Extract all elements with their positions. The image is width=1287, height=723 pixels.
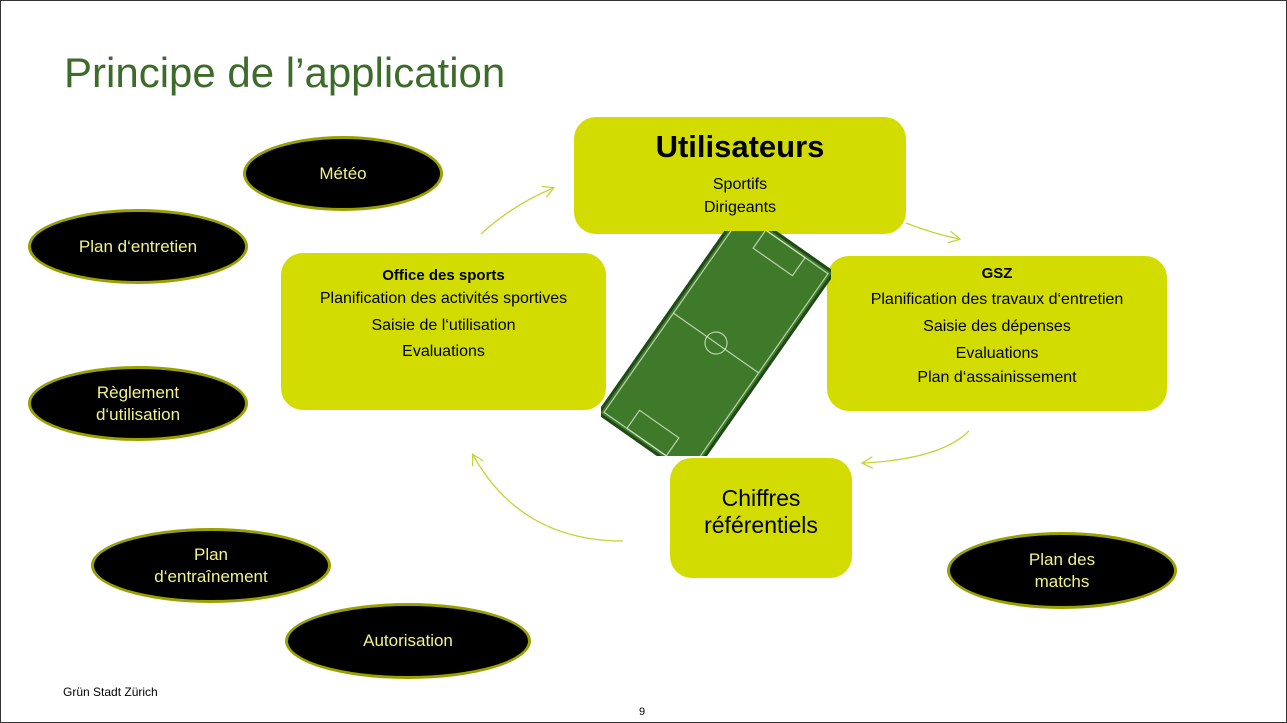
box-chiffres-referentiels: Chiffres référentiels	[670, 458, 852, 578]
reglement-line-2: d‘utilisation	[95, 404, 181, 424]
ellipse-autorisation: Autorisation	[285, 603, 531, 679]
meteo-line: Météo	[319, 163, 367, 183]
box-office-des-sports: Office des sports Planification des acti…	[281, 253, 606, 410]
box-gsz: GSZ Planification des travaux d‘entretie…	[827, 256, 1167, 411]
office-heading: Office des sports	[382, 267, 505, 284]
gsz-line-3: Evaluations	[955, 345, 1039, 362]
box-utilisateurs: Utilisateurs Sportifs Dirigeants	[574, 117, 906, 234]
ellipse-plan-entretien: Plan d‘entretien	[28, 209, 248, 284]
footer-text: Grün Stadt Zürich	[63, 685, 158, 699]
office-line-3: Evaluations	[402, 343, 485, 360]
matchs-line-2: matchs	[1034, 571, 1090, 591]
reglement-line-1: Règlement	[96, 382, 180, 402]
gsz-line-4: Plan d‘assainissement	[917, 369, 1077, 386]
gsz-heading: GSZ	[981, 265, 1013, 282]
office-line-1: Planification des activités sportives	[319, 290, 568, 307]
ellipse-reglement: Règlement d‘utilisation	[28, 366, 248, 441]
chiffres-line-1: Chiffres	[721, 485, 801, 511]
users-line-1: Sportifs	[712, 176, 768, 193]
chiffres-line-2: référentiels	[704, 512, 818, 538]
ellipse-meteo: Météo	[243, 136, 443, 211]
ellipse-plan-matchs: Plan des matchs	[947, 532, 1177, 609]
page-title: Principe de l’application	[64, 49, 506, 96]
entrainement-line-2: d‘entraînement	[154, 566, 268, 586]
arrow-chiffres-to-office	[473, 455, 624, 542]
page-number: 9	[639, 706, 646, 718]
autorisation-line: Autorisation	[363, 631, 453, 650]
entrainement-line-1: Plan	[193, 544, 229, 564]
users-heading: Utilisateurs	[655, 129, 825, 164]
arrow-gsz-to-chiffres	[863, 430, 970, 463]
gsz-line-1: Planification des travaux d‘entretien	[870, 291, 1124, 308]
users-line-2: Dirigeants	[703, 199, 777, 216]
arrow-office-to-users	[480, 188, 553, 235]
arrow-users-to-gsz	[905, 222, 959, 239]
matchs-line-1: Plan des	[1028, 549, 1096, 569]
entretien-line: Plan d‘entretien	[78, 236, 198, 256]
gsz-line-2: Saisie des dépenses	[923, 318, 1071, 335]
ellipse-plan-entrainement: Plan d‘entraînement	[91, 528, 331, 603]
football-pitch-image	[601, 231, 831, 456]
office-line-2: Saisie de l‘utilisation	[371, 317, 516, 334]
